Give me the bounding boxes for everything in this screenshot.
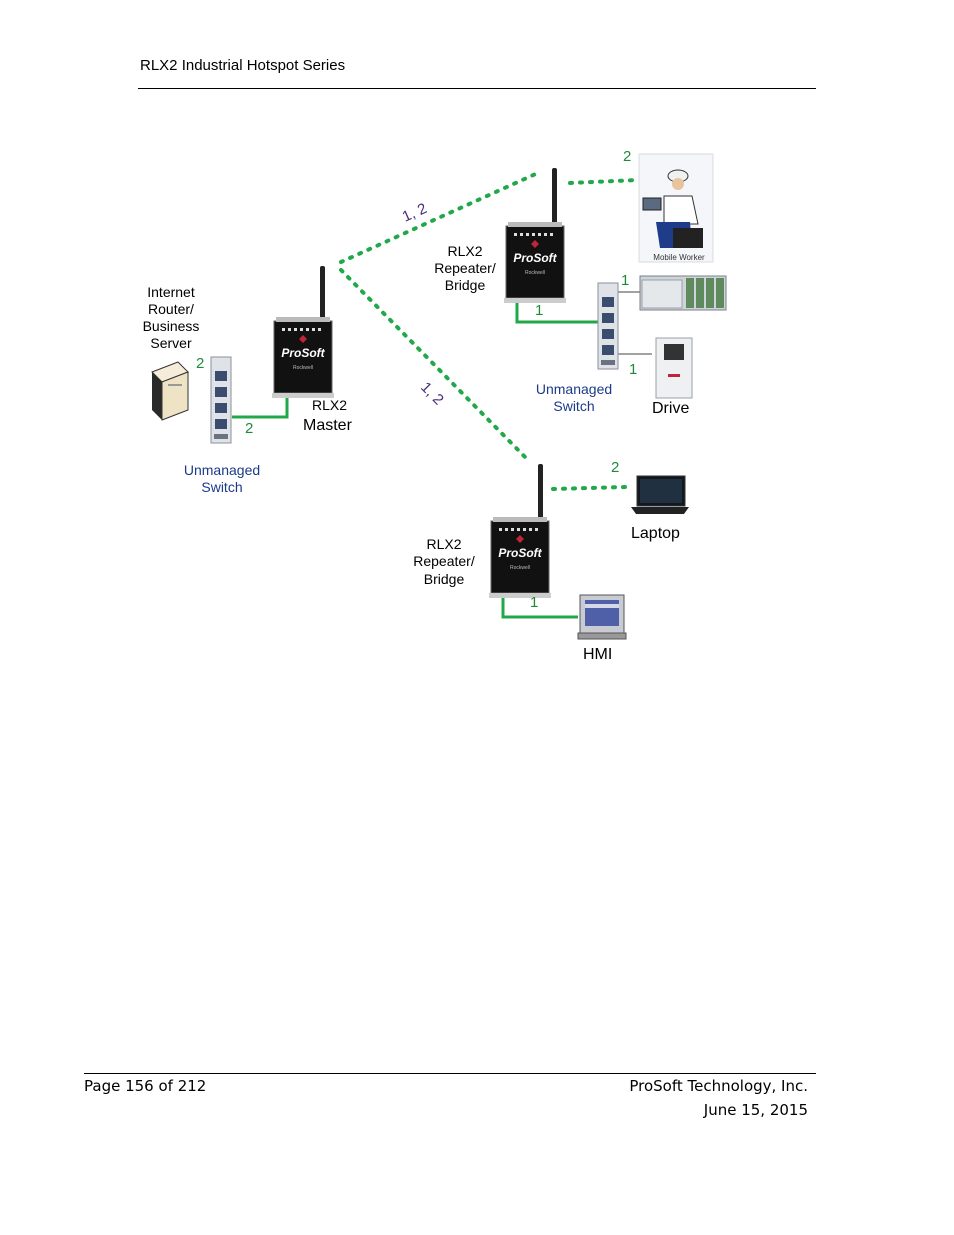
svg-text:Server: Server xyxy=(150,335,192,351)
svg-text:Unmanaged: Unmanaged xyxy=(184,462,260,478)
company-name: ProSoft Technology, Inc. xyxy=(629,1077,808,1095)
svg-text:2: 2 xyxy=(623,148,631,165)
network-diagram: ProSoft Rockwell xyxy=(143,148,727,663)
wireless-master-to-top xyxy=(339,170,542,264)
svg-text:2: 2 xyxy=(196,355,204,372)
running-header: RLX2 Industrial Hotspot Series xyxy=(140,57,346,74)
right-switch-label: Unmanaged Switch xyxy=(536,381,612,414)
left-switch-label: Unmanaged Switch xyxy=(184,462,260,495)
rlx2-master-device xyxy=(271,316,335,399)
svg-text:1: 1 xyxy=(530,594,538,611)
svg-text:Bridge: Bridge xyxy=(424,571,465,587)
mobile-worker-label: Mobile Worker xyxy=(653,253,705,262)
svg-text:2: 2 xyxy=(611,459,619,476)
svg-text:Switch: Switch xyxy=(553,398,594,414)
thin-links xyxy=(618,291,652,355)
wire-switch-to-master xyxy=(232,392,289,419)
svg-text:Business: Business xyxy=(143,318,200,334)
drive-icon xyxy=(655,337,693,399)
right-switch-icon xyxy=(597,282,619,370)
svg-text:1, 2: 1, 2 xyxy=(417,379,447,409)
svg-text:Router/: Router/ xyxy=(148,301,194,317)
link-numbers: 2 2 1, 2 1, 2 2 1 1 1 2 1 xyxy=(196,148,637,611)
laptop-icon xyxy=(631,475,689,514)
server-icon xyxy=(151,361,189,421)
wired-links xyxy=(232,296,598,619)
svg-text:Repeater/: Repeater/ xyxy=(413,553,475,569)
svg-text:2: 2 xyxy=(245,420,253,437)
svg-text:Switch: Switch xyxy=(201,479,242,495)
master-label-rlx2: RLX2 xyxy=(312,397,347,413)
svg-text:Bridge: Bridge xyxy=(445,277,486,293)
server-label: Internet Router/ Business Server xyxy=(143,284,200,351)
master-label-master: Master xyxy=(303,417,353,434)
svg-text:Repeater/: Repeater/ xyxy=(434,260,496,276)
svg-text:1: 1 xyxy=(629,361,637,378)
svg-text:RLX2: RLX2 xyxy=(426,536,461,552)
antenna-icons xyxy=(320,168,557,520)
hmi-icon xyxy=(577,594,627,640)
header-rule xyxy=(138,88,816,89)
rlx2-repeater-top-device xyxy=(503,221,567,304)
mobile-worker-icon xyxy=(638,153,714,263)
svg-text:1: 1 xyxy=(535,302,543,319)
page-number: Page 156 of 212 xyxy=(84,1077,207,1095)
svg-text:Unmanaged: Unmanaged xyxy=(536,381,612,397)
laptop-label: Laptop xyxy=(631,525,680,542)
publish-date: June 15, 2015 xyxy=(703,1101,808,1119)
wireless-master-to-bottom xyxy=(339,268,528,460)
footer-rule xyxy=(84,1073,816,1074)
repeater-top-label: RLX2 Repeater/ Bridge xyxy=(434,243,496,293)
wire-bottom-to-hmi xyxy=(501,590,578,619)
left-switch-icon xyxy=(210,356,232,444)
svg-text:Internet: Internet xyxy=(147,284,195,300)
rlx2-repeater-bottom-device xyxy=(488,516,552,599)
wireless-links xyxy=(339,170,640,491)
wire-top-to-switch xyxy=(515,296,598,324)
plc-rack-icon xyxy=(639,275,727,311)
wireless-bottom-to-laptop xyxy=(551,485,628,491)
hmi-label: HMI xyxy=(583,646,612,663)
repeater-bottom-label: RLX2 Repeater/ Bridge xyxy=(413,536,475,587)
drive-label: Drive xyxy=(652,400,689,417)
wireless-top-to-worker xyxy=(568,178,640,185)
svg-text:RLX2: RLX2 xyxy=(447,243,482,259)
svg-text:1: 1 xyxy=(621,272,629,289)
svg-text:1, 2: 1, 2 xyxy=(400,200,430,226)
